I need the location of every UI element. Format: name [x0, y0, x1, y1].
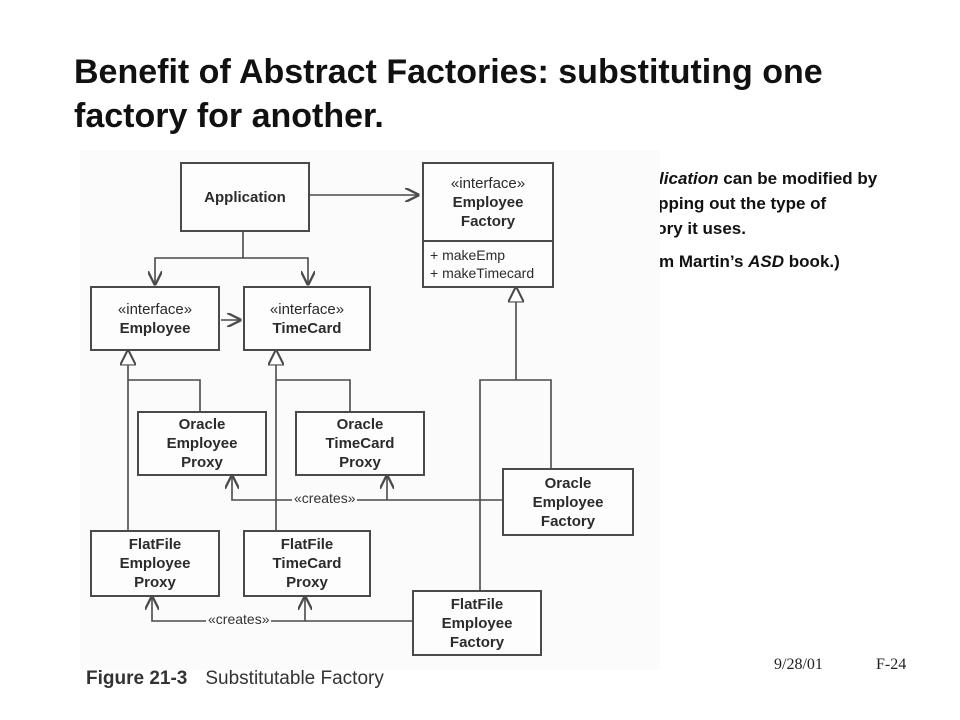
- figure-title: Substitutable Factory: [205, 668, 384, 689]
- employee-factory-operations: + makeEmp + makeTimecard: [424, 240, 552, 286]
- employee-factory-line2: Factory: [460, 212, 516, 230]
- employee-factory-line1: Employee: [452, 193, 524, 211]
- slide-title: Benefit of Abstract Factories: substitut…: [74, 53, 823, 135]
- employee-factory-interface: «interface» Employee Factory + makeEmp +…: [422, 162, 554, 288]
- flatfile-employee-factory-line2: Employee: [441, 614, 513, 632]
- figure-caption: Figure 21-3 Substitutable Factory: [86, 668, 384, 690]
- flatfile-timecard-proxy-class: FlatFile TimeCard Proxy: [243, 530, 371, 597]
- oracle-employee-factory-class: Oracle Employee Factory: [502, 468, 634, 536]
- employee-interface: «interface» Employee: [90, 286, 220, 351]
- dependency-application-employee: [155, 232, 244, 284]
- application-label: Application: [204, 188, 286, 206]
- employee-label: Employee: [119, 319, 191, 337]
- timecard-stereotype: «interface»: [269, 300, 345, 318]
- oracle-timecard-proxy-line1: Oracle: [336, 416, 384, 433]
- employee-stereotype: «interface»: [117, 300, 193, 318]
- creates-flatfile-employee: [152, 597, 412, 622]
- note-paragraph-2: (From Martin’s ASD book.): [626, 249, 886, 274]
- flatfile-employee-proxy-class: FlatFile Employee Proxy: [90, 530, 220, 597]
- operation-make-emp: + makeEmp: [430, 247, 506, 263]
- oracle-timecard-proxy-line3: Proxy: [339, 454, 381, 471]
- footer-page-number: F-24: [876, 656, 907, 673]
- flatfile-employee-factory-line1: FlatFile: [450, 595, 504, 613]
- realize-factory-branch: [479, 379, 552, 590]
- flatfile-employee-proxy-line2: Employee: [119, 555, 191, 572]
- creates-oracle-employee: [232, 476, 502, 501]
- oracle-employee-proxy-class: Oracle Employee Proxy: [137, 411, 267, 476]
- diagram-connectors: [80, 150, 552, 622]
- flatfile-employee-proxy-line3: Proxy: [134, 574, 176, 591]
- timecard-interface: «interface» TimeCard: [243, 286, 371, 351]
- oracle-employee-factory-line1: Oracle: [544, 474, 592, 492]
- application-class: Application: [180, 162, 310, 232]
- note-paragraph-1: Application can be modified by swapping …: [626, 166, 886, 241]
- oracle-timecard-proxy-line2: TimeCard: [325, 435, 395, 452]
- footer-date: 9/28/01: [774, 656, 823, 673]
- operation-make-timecard: + makeTimecard: [430, 265, 535, 281]
- oracle-employee-factory-line3: Factory: [540, 512, 596, 530]
- oracle-employee-factory-line2: Employee: [532, 493, 604, 511]
- flatfile-employee-factory-class: FlatFile Employee Factory: [412, 590, 542, 656]
- dependency-application-timecard: [243, 257, 308, 284]
- figure-number: Figure 21-3: [86, 668, 188, 689]
- uml-diagram: «creates» «creates» Application «interfa…: [80, 150, 660, 670]
- oracle-employee-proxy-line1: Oracle: [178, 416, 226, 433]
- oracle-employee-proxy-line3: Proxy: [181, 454, 223, 471]
- creates-label-oracle: «creates»: [292, 490, 358, 506]
- oracle-timecard-proxy-class: Oracle TimeCard Proxy: [295, 411, 425, 476]
- side-note: Application can be modified by swapping …: [626, 166, 886, 282]
- note-em-asd: ASD: [748, 252, 785, 271]
- realize-timecard-oracle: [276, 379, 351, 411]
- flatfile-timecard-proxy-line2: TimeCard: [272, 555, 342, 572]
- note-text-2b: book.): [784, 252, 840, 271]
- oracle-employee-proxy-line2: Employee: [166, 435, 238, 452]
- timecard-label: TimeCard: [272, 319, 342, 337]
- creates-label-flatfile: «creates»: [206, 611, 272, 627]
- employee-factory-stereotype: «interface»: [450, 174, 526, 192]
- flatfile-timecard-proxy-line3: Proxy: [286, 574, 328, 591]
- flatfile-timecard-proxy-line1: FlatFile: [280, 536, 334, 553]
- realize-employee-oracle: [128, 379, 201, 411]
- flatfile-employee-factory-line3: Factory: [449, 633, 505, 651]
- flatfile-employee-proxy-line1: FlatFile: [128, 536, 182, 553]
